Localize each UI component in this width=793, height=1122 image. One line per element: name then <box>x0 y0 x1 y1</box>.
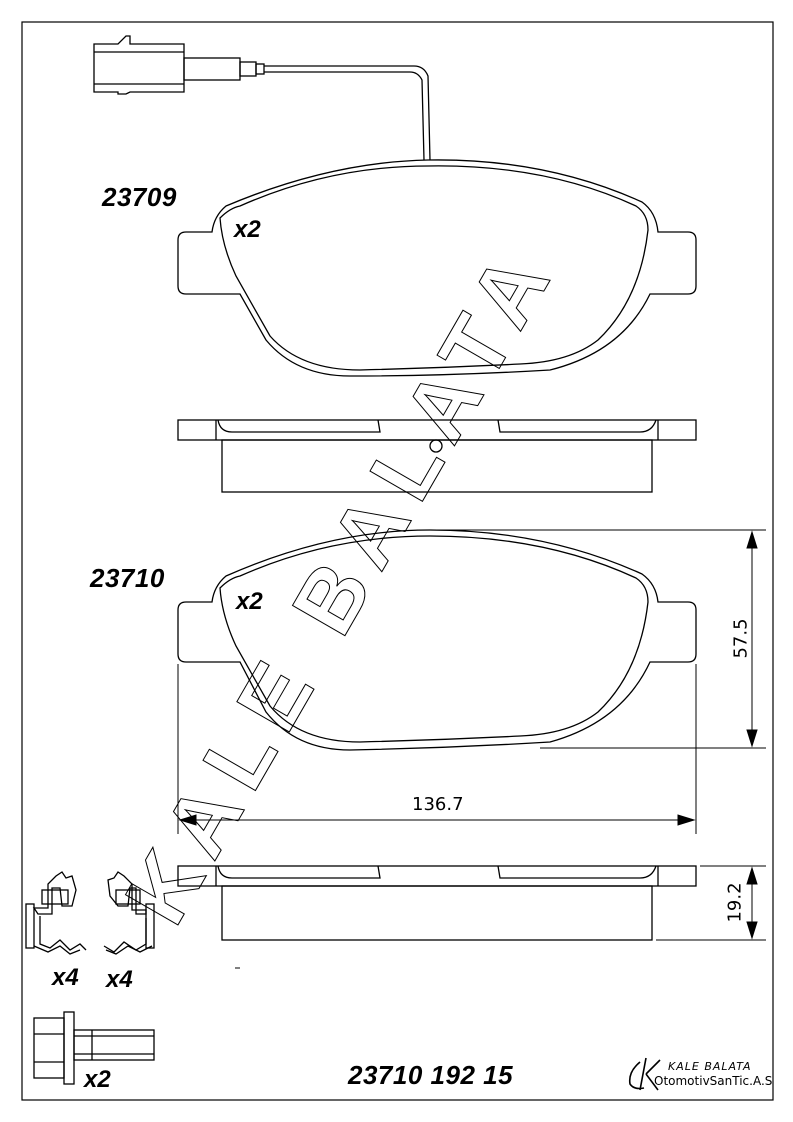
bottom-backplate-outline <box>177 529 697 751</box>
bottom-pad-front-view <box>177 529 697 751</box>
top-pad-side-view <box>177 419 697 493</box>
part-number-top: 23709 <box>102 182 177 212</box>
watermark-text: KALE BALATA <box>106 226 575 939</box>
wear-sensor <box>93 35 431 161</box>
bolt <box>33 1011 155 1085</box>
watermark: KALE BALATA <box>105 226 575 940</box>
bottom-friction-outline <box>219 535 649 743</box>
sheet-border <box>21 21 774 1101</box>
bottom-side-friction <box>221 885 653 941</box>
clip-left <box>25 871 87 955</box>
dimension-lines <box>177 529 766 941</box>
document-number: 23710 192 15 <box>348 1060 514 1090</box>
clip-right <box>103 871 155 955</box>
top-backplate-outline <box>177 159 697 377</box>
sensor-connector-body <box>93 35 185 95</box>
quantity-clip-right: x4 <box>106 966 133 993</box>
company-name: OtomotivSanTic.A.S <box>654 1074 773 1088</box>
part-number-bottom: 23710 <box>90 563 165 593</box>
top-pad-front-view <box>177 159 697 377</box>
quantity-bottom-pad: x2 <box>236 588 263 615</box>
top-friction-outline <box>219 165 649 371</box>
top-side-sensor-hole <box>429 439 443 453</box>
dimension-thickness: 19.2 <box>724 882 746 923</box>
bottom-side-backplate <box>177 865 697 887</box>
bottom-pad-side-view <box>177 865 697 941</box>
dimension-width: 136.7 <box>412 794 464 815</box>
dimension-height: 57.5 <box>730 618 752 659</box>
quantity-bolt: x2 <box>84 1066 111 1093</box>
brand-logo <box>628 1057 661 1091</box>
quantity-clip-left: x4 <box>52 964 79 991</box>
sensor-connector-sleeve <box>183 57 241 81</box>
quantity-top-pad: x2 <box>234 216 261 243</box>
brand-name: KALE BALATA <box>668 1060 752 1073</box>
sensor-wire <box>264 65 431 161</box>
